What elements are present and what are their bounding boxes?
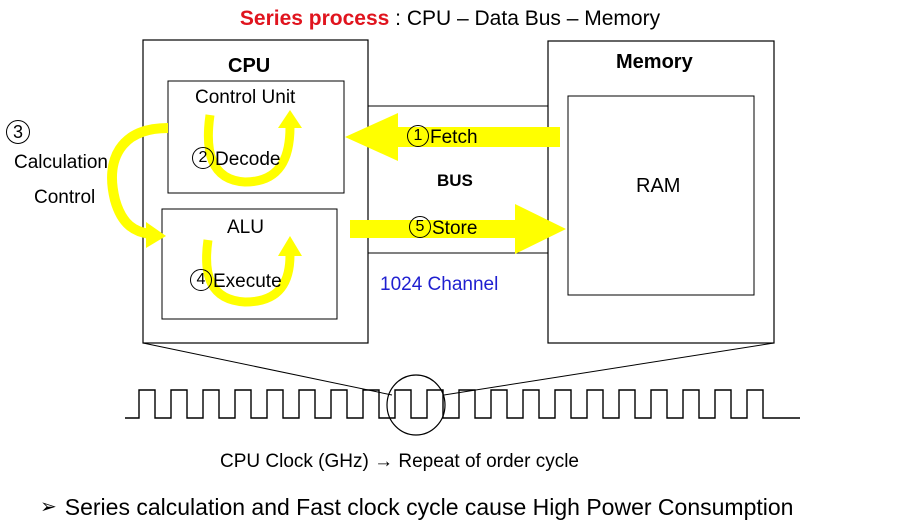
control-curve-arrow <box>107 123 169 239</box>
bottom-note-text: Series calculation and Fast clock cycle … <box>64 494 794 520</box>
execute-loop-arrow <box>202 239 295 307</box>
bus-channel-label: 1024 Channel <box>380 274 499 295</box>
alu-box <box>161 208 338 320</box>
memory-label: Memory <box>616 51 693 73</box>
decode-step-label: Decode <box>215 149 281 171</box>
execute-loop-arrowhead <box>278 236 302 256</box>
execute-step-label: Execute <box>213 271 282 293</box>
control-step-number-wrap: 3 <box>6 120 31 146</box>
execute-step-number: 4 <box>190 269 212 291</box>
bus-label: BUS <box>437 171 473 190</box>
memory-box <box>547 40 775 344</box>
fetch-step-number: 1 <box>407 125 429 147</box>
bottom-note: ➢ Series calculation and Fast clock cycle… <box>40 496 793 519</box>
ram-box <box>567 95 755 296</box>
title-rest: : CPU – Data Bus – Memory <box>389 7 661 30</box>
zoom-line-right <box>443 342 775 396</box>
control-step-line1: Calculation <box>14 152 108 173</box>
bullet-arrow-icon: ➢ <box>40 496 57 518</box>
title-highlight: Series process <box>239 7 390 30</box>
alu-label: ALU <box>227 217 264 238</box>
page-title: Series process : CPU – Data Bus – Memory <box>0 8 900 29</box>
fetch-arrow <box>345 113 560 161</box>
control-unit-label: Control Unit <box>195 87 296 108</box>
store-arrow <box>350 204 566 254</box>
decode-step-number: 2 <box>192 147 214 169</box>
fetch-step-label: Fetch <box>430 127 478 149</box>
ram-label: RAM <box>636 175 681 197</box>
zoom-line-left <box>142 342 393 396</box>
control-curve-arrowhead <box>146 222 166 248</box>
store-step-label: Store <box>432 218 478 240</box>
control-step-line2: Control <box>34 187 96 208</box>
control-step-number: 3 <box>6 120 30 144</box>
store-step-number: 5 <box>409 216 431 238</box>
control-unit-box <box>167 80 345 194</box>
magnifier-circle <box>386 374 446 436</box>
clock-waveform <box>125 389 800 419</box>
cpu-box <box>142 39 369 344</box>
clock-caption: CPU Clock (GHz) → Repeat of order cycle <box>220 451 579 472</box>
cpu-label: CPU <box>228 55 271 77</box>
decode-loop-arrowhead <box>278 110 302 128</box>
decode-loop-arrow <box>203 114 295 187</box>
